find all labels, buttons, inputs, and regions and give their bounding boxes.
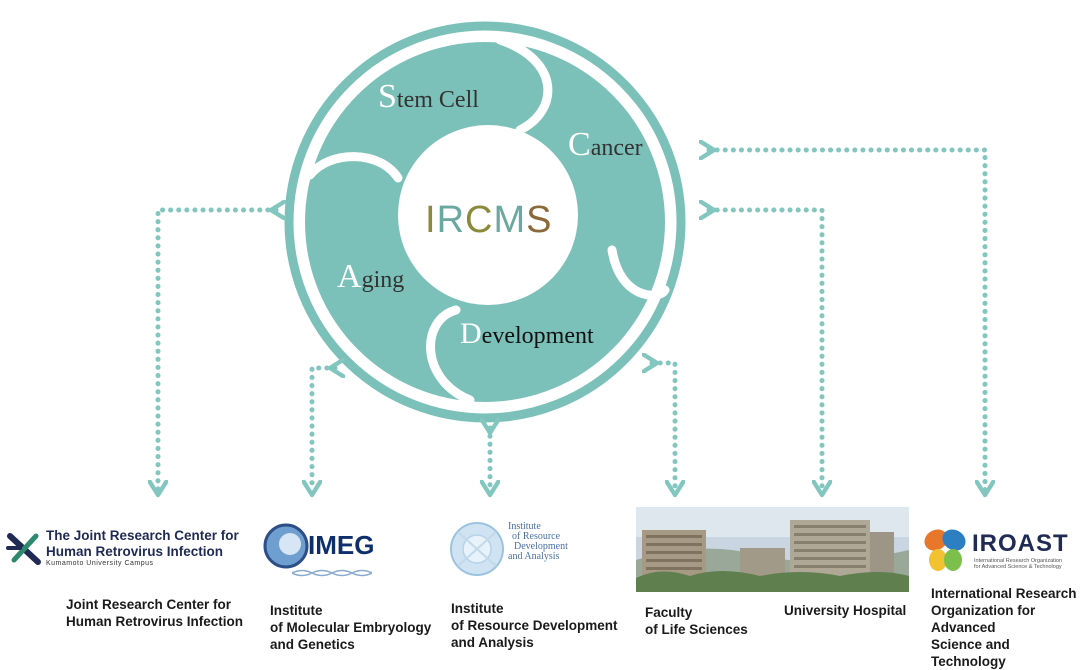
dna-strand-icon xyxy=(292,569,372,577)
jrc-x-icon xyxy=(6,533,41,565)
irda-logo-line2: of Resource xyxy=(512,531,561,542)
jrc-logo: The Joint Research Center for Human Retr… xyxy=(6,526,264,572)
ircms-network-diagram: Stem Cell Cancer Aging Development IRCMS xyxy=(0,21,1085,592)
label-cancer: Cancer xyxy=(568,126,643,163)
caption-hospital: University Hospital xyxy=(784,603,907,618)
imeg-globe-icon xyxy=(263,523,309,569)
iroast-butterfly-icon xyxy=(924,529,966,571)
label-development: Development xyxy=(460,317,594,350)
iroast-logo: IROAST International Research Organizati… xyxy=(922,524,1080,576)
caption-imeg: Institute of Molecular Embryology and Ge… xyxy=(270,603,432,652)
caption-jrc: Joint Research Center for Human Retrovir… xyxy=(66,597,244,629)
swirl-separators xyxy=(305,35,670,405)
arrow-iroast xyxy=(709,150,985,490)
caption-iroast: International Research Organization for … xyxy=(931,586,1077,669)
label-aging: Aging xyxy=(337,258,404,295)
irda-logo: Institute of Resource Development and An… xyxy=(448,518,578,580)
iroast-logo-text: IROAST xyxy=(972,530,1069,557)
arrow-hospital xyxy=(709,210,822,490)
arrow-jrc xyxy=(158,210,276,490)
connector-arrows xyxy=(158,150,985,490)
ircms-logo: IRCMS xyxy=(425,199,552,241)
irda-logo-line3: Development xyxy=(514,541,568,552)
caption-irda: Institute of Resource Development and An… xyxy=(451,601,618,650)
jrc-logo-line1: The Joint Research Center for xyxy=(46,528,239,543)
label-stem-cell: Stem Cell xyxy=(378,78,479,115)
jrc-logo-line2: Human Retrovirus Infection xyxy=(46,544,224,559)
arrow-life-sciences xyxy=(652,363,675,490)
iroast-logo-sub: International Research Organization for … xyxy=(974,558,1063,570)
imeg-logo: IMEG xyxy=(262,520,374,580)
campus-photo xyxy=(636,507,909,592)
irda-logo-line1: Institute xyxy=(508,521,541,532)
irda-sphere-icon xyxy=(450,522,504,576)
imeg-logo-text: IMEG xyxy=(308,530,375,560)
irda-logo-line4: and Analysis xyxy=(508,551,560,562)
jrc-logo-sub: Kumamoto University Campus xyxy=(46,560,154,567)
arrow-imeg xyxy=(312,368,335,490)
caption-life-sciences: Faculty of Life Sciences xyxy=(645,605,748,637)
inner-circle xyxy=(398,125,578,305)
